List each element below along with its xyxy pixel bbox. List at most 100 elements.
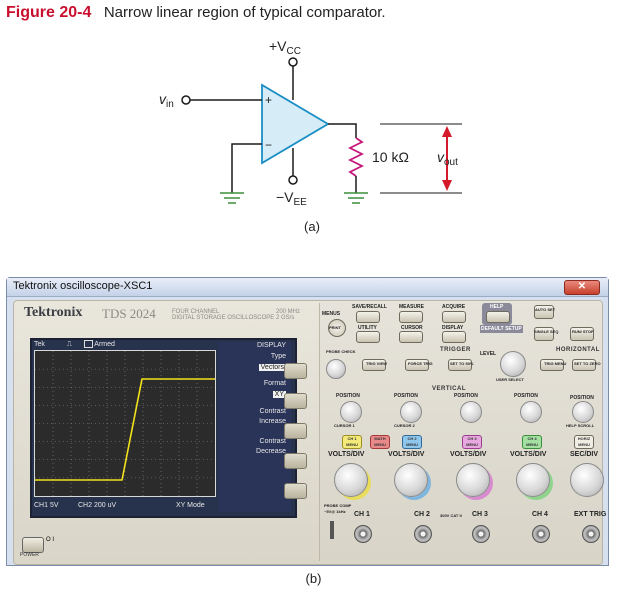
trig-view-button[interactable]: [362, 359, 386, 371]
sec-div-knob[interactable]: [570, 463, 604, 497]
ch3-input-connector[interactable]: [472, 525, 490, 543]
ch2-menu-button[interactable]: CH 2 MENU: [402, 435, 422, 449]
probe-comp-terminal[interactable]: [330, 521, 334, 539]
figure-header: Figure 20-4 Narrow linear region of typi…: [6, 4, 386, 22]
set-to-50-button[interactable]: [448, 359, 472, 371]
inverting-input-wire: [231, 143, 262, 193]
ext-trig-label: EXT TRIG: [574, 511, 607, 518]
menu-contrast-decrease-1: Contrast: [259, 438, 286, 445]
ch3-position-knob[interactable]: [460, 401, 482, 423]
ch1-menu-button[interactable]: CH 1 MENU: [342, 435, 362, 449]
menus-label: MENUS: [322, 311, 341, 317]
armed-box-icon: [83, 340, 93, 348]
power-button[interactable]: [22, 537, 44, 553]
ch4-volts-div-label: VOLTS/DIV: [510, 451, 547, 458]
probe-comp-label: PROBE COMP: [324, 503, 352, 508]
acquire-button[interactable]: [442, 311, 466, 323]
side-button-4[interactable]: [284, 453, 307, 469]
power-label: POWER: [20, 552, 39, 558]
cursor-button[interactable]: [399, 331, 423, 343]
ch1-scale-readout: CH1 5V: [34, 502, 59, 509]
model-name: TDS 2024: [102, 306, 156, 321]
output-wire: [328, 123, 357, 138]
ch2-volts-div-label: VOLTS/DIV: [388, 451, 425, 458]
single-seq-label: SINGLE SEQ: [534, 329, 559, 334]
set-to-zero-button[interactable]: [572, 359, 596, 371]
trig-menu-label: TRIG MENU: [544, 361, 567, 366]
display-label: DISPLAY: [442, 325, 464, 331]
ch1-volts-div-knob[interactable]: [334, 463, 368, 497]
trig-menu-button[interactable]: [540, 359, 564, 371]
ch2-volts-div-knob[interactable]: [394, 463, 428, 497]
oscilloscope-window: Tektronix oscilloscope-XSC1 ✕ Tektronix …: [6, 277, 609, 566]
ch1-position-label: POSITION: [336, 393, 360, 399]
trigger-section-label: TRIGGER: [440, 347, 471, 353]
status-bar-top: Tek ⎍ Armed: [34, 340, 115, 349]
ch1-input-connector[interactable]: [354, 525, 372, 543]
menu-type-value: Vectors: [258, 364, 286, 371]
status-tek: Tek: [34, 340, 45, 348]
window-title: Tektronix oscilloscope-XSC1: [13, 280, 153, 292]
display-menu-panel: DISPLAY Type Vectors Format XY Contrast …: [218, 342, 291, 512]
opamp-plus-sign: +: [265, 93, 272, 107]
xy-trace: [35, 378, 215, 481]
mode-readout: XY Mode: [176, 502, 205, 509]
menu-title: DISPLAY: [256, 342, 286, 349]
ch1-volts-div-label: VOLTS/DIV: [328, 451, 365, 458]
math-menu-button[interactable]: MATH MENU: [370, 435, 390, 449]
side-button-5[interactable]: [284, 483, 307, 499]
save-recall-button[interactable]: [356, 311, 380, 323]
ch2-position-knob[interactable]: [400, 401, 422, 423]
vee-terminal: [288, 175, 298, 185]
ch3-volts-div-knob[interactable]: [456, 463, 490, 497]
ch4-input-connector[interactable]: [532, 525, 550, 543]
ch2-scale-readout: CH2 200 uV: [78, 502, 117, 509]
resistor-label: 10 kΩ: [372, 149, 409, 165]
ch1-position-knob[interactable]: [340, 401, 362, 423]
figure-caption: Narrow linear region of typical comparat…: [103, 4, 386, 21]
ground-symbol-left: [220, 192, 244, 204]
side-button-2[interactable]: [284, 393, 307, 409]
vin-terminal: [181, 95, 191, 105]
display-button[interactable]: [442, 331, 466, 343]
print-label: PRINT: [329, 325, 341, 330]
ch3-menu-button[interactable]: CH 3 MENU: [462, 435, 482, 449]
ch4-menu-button[interactable]: CH 4 MENU: [522, 435, 542, 449]
controls-panel: MENUS SAVE/RECALL MEASURE ACQUIRE HELP A…: [319, 303, 606, 561]
vin-label: vin: [159, 91, 174, 110]
horizontal-position-knob[interactable]: [572, 401, 594, 423]
horiz-menu-button[interactable]: HORIZ MENU: [574, 435, 594, 449]
trigger-level-knob[interactable]: [500, 351, 526, 377]
status-armed: Armed: [94, 340, 115, 348]
side-button-1[interactable]: [284, 363, 307, 379]
opamp-minus-sign: −: [265, 138, 272, 152]
probe-check-button[interactable]: [326, 359, 346, 379]
save-recall-label: SAVE/RECALL: [352, 304, 387, 310]
print-button[interactable]: [328, 319, 346, 337]
menu-contrast-increase-2: Increase: [259, 418, 286, 425]
ch2-position-label: POSITION: [394, 393, 418, 399]
level-label: LEVEL: [480, 351, 497, 357]
ch2-input-connector[interactable]: [414, 525, 432, 543]
run-stop-button[interactable]: [570, 327, 594, 341]
auto-set-button[interactable]: [534, 305, 554, 319]
help-button[interactable]: [486, 311, 510, 323]
close-button[interactable]: ✕: [564, 280, 600, 295]
ch4-volts-div-knob[interactable]: [516, 463, 550, 497]
ch4-position-knob[interactable]: [520, 401, 542, 423]
utility-button[interactable]: [356, 331, 380, 343]
scope-screen: Tek ⎍ Armed CH1 5V CH2 200 uV XY Mode DI…: [30, 338, 297, 518]
vout-label: vout: [437, 149, 458, 168]
cursor2-label: CURSOR 2: [394, 423, 415, 428]
measure-button[interactable]: [399, 311, 423, 323]
part-a-label: (a): [304, 219, 320, 234]
probe-check-label: PROBE CHECK: [326, 349, 356, 354]
menu-contrast-increase-1: Contrast: [259, 408, 286, 415]
menu-format-label: Format: [263, 380, 286, 387]
force-trig-button[interactable]: [405, 359, 429, 371]
power-glyph: O I: [46, 537, 55, 543]
ext-trig-connector[interactable]: [582, 525, 600, 543]
single-seq-button[interactable]: [534, 327, 554, 341]
side-button-3[interactable]: [284, 423, 307, 439]
